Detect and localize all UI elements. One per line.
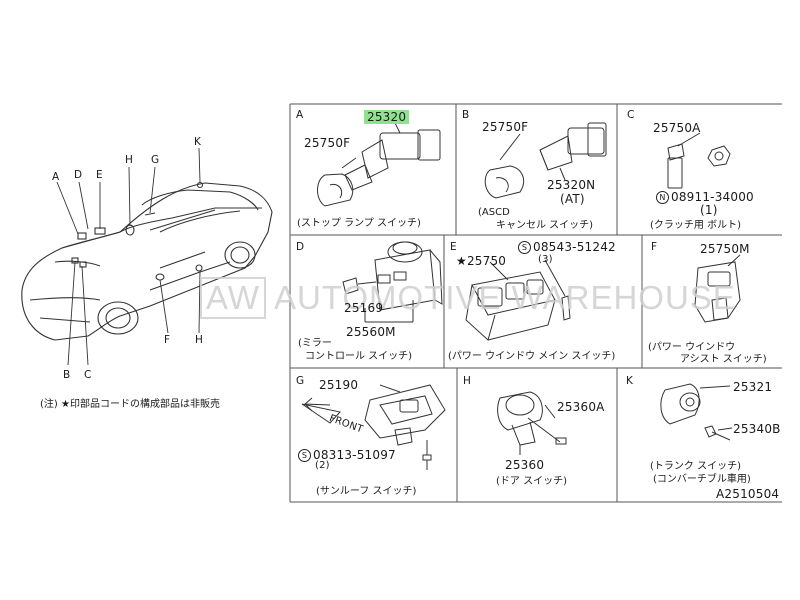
part-25750m[interactable]: 25750M xyxy=(700,242,750,256)
part-25320n-note: (AT) xyxy=(560,192,585,206)
panel-b-letter: B xyxy=(462,109,470,121)
part-25169[interactable]: 25169 xyxy=(344,301,384,315)
caption-trunk-2: (コンバーチブル車用) xyxy=(653,474,751,485)
caption-pw-main: (パワー ウインドウ メイン スイッチ) xyxy=(448,351,616,362)
panel-grid xyxy=(289,103,782,503)
part-25360a[interactable]: 25360A xyxy=(557,400,605,414)
caption-door-switch: (ドア スイッチ) xyxy=(496,476,567,487)
panel-a-letter: A xyxy=(296,109,304,121)
caption-mirror-1: (ミラー xyxy=(298,338,332,349)
watermark-logo: AW xyxy=(200,277,266,319)
part-25360[interactable]: 25360 xyxy=(505,458,545,472)
caption-mirror-2: コントロール スイッチ) xyxy=(305,351,413,362)
car-label-k: K xyxy=(194,136,201,148)
part-25750f-b[interactable]: 25750F xyxy=(482,120,529,134)
panel-d-letter: D xyxy=(296,241,305,253)
part-08543-qty: (3) xyxy=(538,254,553,265)
panel-h-letter: H xyxy=(463,375,471,387)
door-switch-drawing xyxy=(497,391,567,455)
car-label-f: F xyxy=(164,334,171,346)
caption-clutch-bolt: (クラッチ用 ボルト) xyxy=(650,220,741,231)
car-label-b: B xyxy=(63,369,71,381)
panel-e-letter: E xyxy=(450,241,457,253)
part-08313-51097[interactable]: 08313-51097 xyxy=(313,448,396,462)
caption-pw-assist-1: (パワー ウインドウ xyxy=(648,342,736,353)
part-25750-star[interactable]: ★25750 xyxy=(456,254,507,268)
circle-s-icon: S xyxy=(298,449,311,462)
power-window-main-switch-drawing xyxy=(465,259,571,341)
part-25340b[interactable]: 25340B xyxy=(733,422,781,436)
caption-pw-assist-2: アシスト スイッチ) xyxy=(680,354,767,365)
caption-stop-lamp: (ストップ ランプ スイッチ) xyxy=(297,218,421,229)
car-label-h-top: H xyxy=(125,154,133,166)
clutch-bolt-drawing xyxy=(667,132,731,189)
car-label-e: E xyxy=(96,169,103,181)
trunk-switch-drawing xyxy=(660,383,733,441)
panel-f-letter: F xyxy=(651,241,658,253)
part-25190[interactable]: 25190 xyxy=(319,378,359,392)
power-window-assist-switch-drawing xyxy=(694,254,741,323)
watermark-text: AUTOMOTIVE WAREHOUSE xyxy=(273,279,736,316)
car-label-g: G xyxy=(151,154,160,166)
car-illustration xyxy=(21,181,273,341)
car-label-a: A xyxy=(52,171,60,183)
circle-n-icon: N xyxy=(656,191,669,204)
panel-c-letter: C xyxy=(627,109,635,121)
note-text: (注) ★印部品コードの構成部品は非販売 xyxy=(40,399,220,410)
part-25750f-a[interactable]: 25750F xyxy=(304,136,351,150)
ascd-cancel-switch-drawing xyxy=(484,122,607,199)
part-08543-51242[interactable]: 08543-51242 xyxy=(533,240,616,254)
part-25320[interactable]: 25320 xyxy=(364,110,410,124)
part-08911-qty: (1) xyxy=(700,203,718,217)
part-25560m[interactable]: 25560M xyxy=(346,325,396,339)
part-25321[interactable]: 25321 xyxy=(733,380,773,394)
part-08313-qty: (2) xyxy=(315,460,330,471)
car-label-d: D xyxy=(74,169,83,181)
panel-g-letter: G xyxy=(296,375,305,387)
car-leaders xyxy=(56,147,201,366)
caption-ascd-1: (ASCD xyxy=(478,207,510,218)
car-label-h-bottom: H xyxy=(195,334,203,346)
circle-s-icon: S xyxy=(518,241,531,254)
sunroof-switch-drawing xyxy=(301,384,446,470)
part-25320n[interactable]: 25320N xyxy=(547,178,596,192)
caption-trunk-1: (トランク スイッチ) xyxy=(650,461,741,472)
car-label-c: C xyxy=(84,369,92,381)
part-25750a[interactable]: 25750A xyxy=(653,121,701,135)
caption-ascd-2: キャンセル スイッチ) xyxy=(496,220,594,231)
part-08911-34000[interactable]: 08911-34000 xyxy=(671,190,754,204)
caption-sunroof: (サンルーフ スイッチ) xyxy=(316,486,417,497)
figure-id: A2510504 xyxy=(716,487,780,501)
stop-lamp-switch-drawing xyxy=(317,122,441,207)
panel-k-letter: K xyxy=(626,375,633,387)
mirror-control-switch-drawing xyxy=(342,241,443,323)
